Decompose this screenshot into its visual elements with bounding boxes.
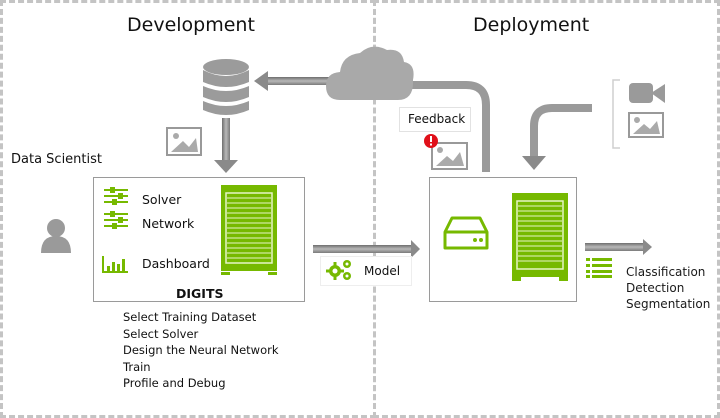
input-arrow	[522, 104, 592, 170]
cloud-to-database-arrow	[254, 71, 345, 91]
output-label: Detection	[626, 281, 685, 295]
feedback-image-icon	[431, 142, 468, 170]
video-camera-icon	[629, 83, 665, 103]
alert-icon	[424, 134, 438, 148]
feedback-label: Feedback	[408, 112, 466, 126]
network-sliders-icon	[104, 211, 128, 229]
drive-icon	[443, 216, 489, 250]
feedback-label-box	[399, 107, 471, 132]
workflow-step: Select Solver	[123, 326, 199, 341]
workflow-step: Select Training Dataset	[123, 310, 257, 324]
server-rack-icon	[221, 185, 277, 275]
digits-item-dashboard: Dashboard	[142, 256, 210, 271]
cloud-icon	[326, 46, 414, 100]
development-title: Development	[127, 14, 255, 36]
output-label: Segmentation	[626, 297, 711, 311]
list-icon	[586, 258, 612, 278]
output-arrow	[585, 239, 652, 255]
digits-item-solver: Solver	[142, 192, 182, 207]
database-to-digits-arrow	[214, 118, 238, 173]
digits-box-title: DIGITS	[176, 286, 224, 301]
dataset-image-icon	[166, 127, 202, 156]
actor-label: Data Scientist	[11, 152, 102, 167]
workflow-step: Train	[123, 359, 151, 374]
gears-icon	[326, 260, 351, 280]
workflow-step: Design the Neural Network	[123, 343, 279, 357]
bar-chart-icon	[102, 256, 128, 273]
feedback-pipe	[412, 81, 490, 172]
model-label: Model	[364, 264, 401, 278]
output-labels: Classification Detection Segmentation	[626, 264, 710, 312]
model-arrow	[313, 240, 420, 258]
workflow-steps-list: Select Training Dataset Select Solver De…	[123, 309, 279, 392]
solver-sliders-icon	[104, 187, 128, 205]
deployment-server-rack-icon	[512, 193, 568, 281]
input-bracket	[612, 79, 620, 149]
input-image-icon	[628, 112, 664, 138]
user-icon	[41, 219, 71, 253]
database-icon	[203, 59, 249, 115]
deployment-section-frame	[373, 0, 720, 418]
deployment-title: Deployment	[473, 14, 590, 36]
digits-item-network: Network	[142, 216, 195, 231]
output-label: Classification	[626, 265, 706, 279]
workflow-step: Profile and Debug	[123, 376, 226, 390]
